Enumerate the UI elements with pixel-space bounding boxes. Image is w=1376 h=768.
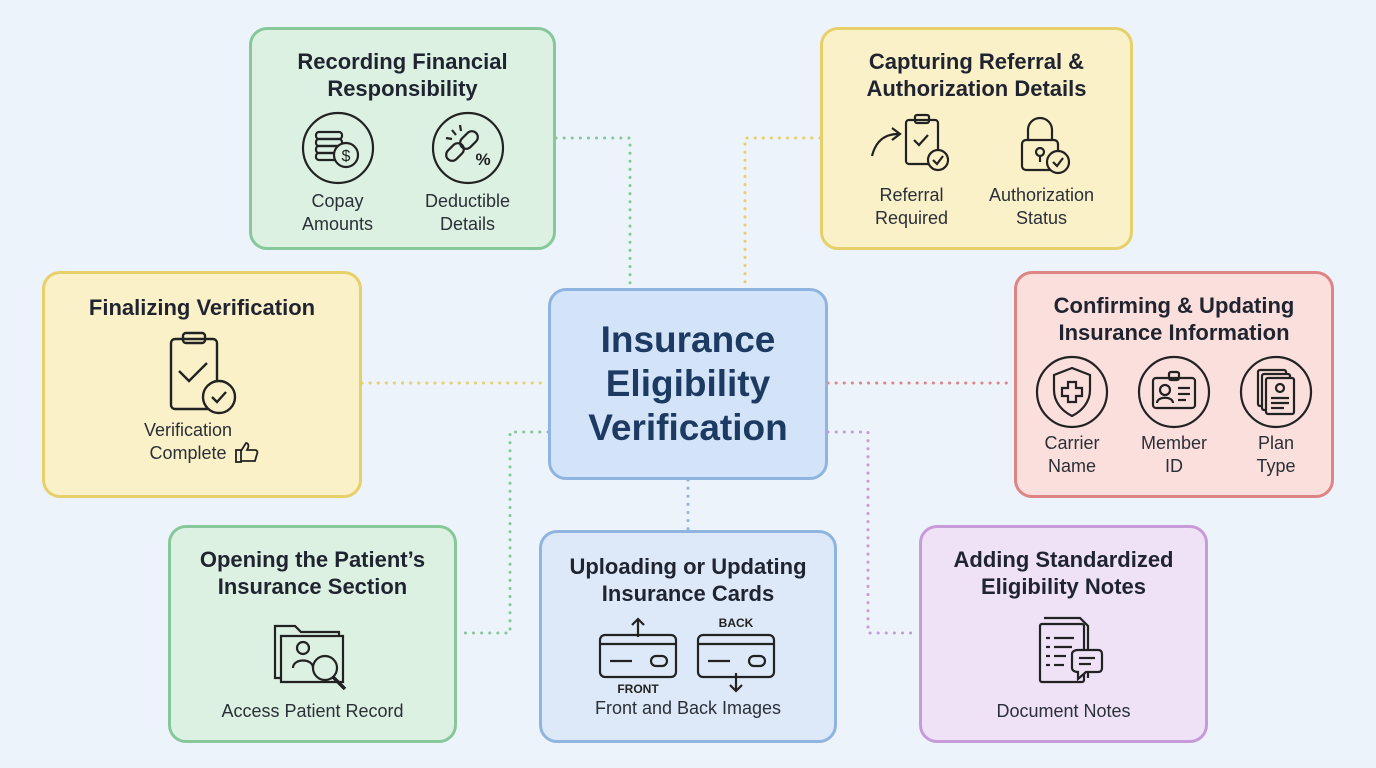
- connector-opening: [456, 430, 550, 635]
- card-title: Finalizing Verification: [88, 295, 316, 320]
- item-verification-complete: Verification Complete: [144, 329, 260, 465]
- connector-financial: [554, 136, 632, 290]
- thumbs-up-icon: [235, 442, 259, 463]
- card-title: Opening the Patient’s Insurance Section: [199, 547, 426, 599]
- card-referral-authorization: Capturing Referral & Authorization Detai…: [820, 27, 1133, 250]
- referral-clipboard-icon: [870, 113, 949, 172]
- card-title: Recording Financial Responsibility: [297, 49, 508, 101]
- item-label: Deductible Details: [424, 191, 511, 234]
- item-label: Carrier Name: [1044, 433, 1100, 476]
- item-label: Copay Amounts: [301, 191, 374, 234]
- document-stack-icon: [1239, 355, 1313, 429]
- item-carrier-name: Carrier Name: [1021, 354, 1123, 478]
- central-topic: Insurance Eligibility Verification: [548, 288, 828, 480]
- item-member-id: Member ID: [1123, 354, 1225, 478]
- item-front-back-images: FRONT BACK Front and Back Images: [588, 613, 788, 720]
- connector-referral: [743, 136, 822, 290]
- shield-cross-icon: [1035, 355, 1109, 429]
- item-label: Referral Required: [874, 185, 949, 228]
- clipboard-check-icon: [169, 331, 237, 415]
- card-title: Confirming & Updating Insurance Informat…: [1053, 293, 1295, 345]
- card-title: Adding Standardized Eligibility Notes: [953, 547, 1174, 599]
- central-topic-title: Insurance Eligibility Verification: [588, 319, 788, 448]
- chain-percent-icon: %: [431, 111, 504, 185]
- card-finalizing-verification: Finalizing Verification Verification Com…: [42, 271, 362, 498]
- item-access-patient-record: Access Patient Record: [221, 612, 404, 723]
- item-label: Verification Complete: [143, 420, 233, 463]
- coins-dollar-icon: $: [301, 111, 374, 185]
- card-title: Uploading or Updating Insurance Cards: [569, 554, 807, 606]
- item-referral-required: Referral Required: [847, 110, 977, 230]
- padlock-check-icon: [1020, 116, 1070, 175]
- item-label: Authorization Status: [988, 185, 1095, 228]
- item-label: Front and Back Images: [594, 698, 782, 718]
- insurance-cards-icon: FRONT BACK: [598, 616, 776, 696]
- card-front-caption: FRONT: [617, 682, 659, 696]
- item-copay: $ Copay Amounts: [273, 110, 403, 236]
- card-eligibility-notes: Adding Standardized Eligibility Notes Do…: [919, 525, 1208, 743]
- svg-text:%: %: [475, 150, 490, 169]
- card-financial-responsibility: Recording Financial Responsibility $ Cop…: [249, 27, 556, 250]
- id-badge-icon: [1137, 355, 1211, 429]
- card-title: Capturing Referral & Authorization Detai…: [866, 49, 1087, 101]
- svg-text:$: $: [341, 148, 350, 165]
- card-opening-insurance-section: Opening the Patient’s Insurance Section …: [168, 525, 457, 743]
- folder-search-icon: [273, 624, 346, 691]
- item-label: Member ID: [1140, 433, 1207, 476]
- card-confirming-insurance-info: Confirming & Updating Insurance Informat…: [1014, 271, 1334, 498]
- item-plan-type: Plan Type: [1225, 354, 1327, 478]
- card-uploading-insurance-cards: Uploading or Updating Insurance Cards: [539, 530, 837, 743]
- document-chat-icon: [1038, 616, 1103, 684]
- item-deductible: % Deductible Details: [403, 110, 533, 236]
- item-document-notes: Document Notes: [996, 612, 1131, 723]
- item-label: Access Patient Record: [221, 701, 404, 721]
- item-label: Plan Type: [1256, 433, 1296, 476]
- item-label: Document Notes: [996, 701, 1131, 721]
- connector-notes: [826, 430, 920, 635]
- card-back-caption: BACK: [719, 616, 754, 630]
- item-authorization-status: Authorization Status: [977, 110, 1107, 230]
